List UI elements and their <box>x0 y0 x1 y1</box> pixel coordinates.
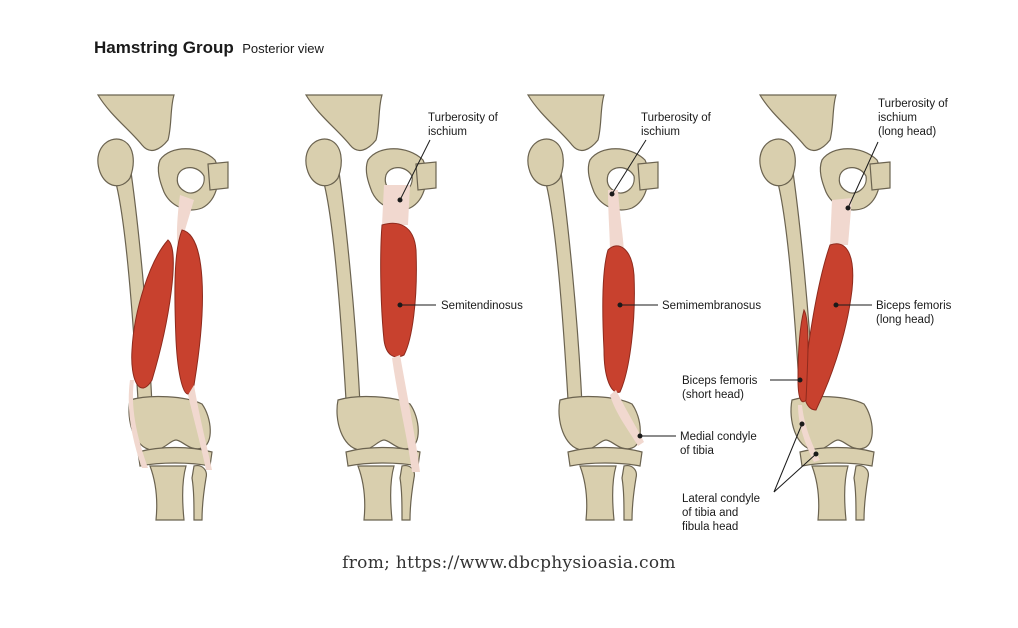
tendon-lower <box>188 385 212 470</box>
leader-lines <box>397 139 879 493</box>
source-credit: from; https://www.dbcphysioasia.com <box>342 553 676 573</box>
semitendinosus-muscle <box>380 222 417 358</box>
biceps-tendon-bottom <box>798 405 820 462</box>
semitendinosus-tendon-bottom <box>392 355 420 472</box>
title-main: Hamstring Group <box>94 38 234 57</box>
biceps-femoris-muscle <box>131 239 174 389</box>
title-subtitle: Posterior view <box>242 41 324 56</box>
label-turberosity-ischium-2: Turberosity of ischium <box>428 112 498 138</box>
label-medial-condyle-tibia: Medial condyle of tibia <box>680 431 757 457</box>
label-biceps-femoris-short-head: Biceps femoris (short head) <box>682 375 758 401</box>
panel-2-leg <box>305 94 437 521</box>
tendon-lower-lateral <box>128 380 148 468</box>
label-lateral-condyle-fibula-head: Lateral condyle of tibia and fibula head <box>682 493 760 533</box>
semimembranosus-muscle <box>602 245 635 393</box>
panel-3-leg <box>527 94 659 521</box>
semimembranosus-tendon-bottom <box>610 390 644 446</box>
label-semimembranosus: Semimembranosus <box>662 300 762 312</box>
semitendinosus-muscle <box>174 229 203 395</box>
semitendinosus-tendon-top <box>382 185 410 225</box>
label-biceps-femoris-long-head: Biceps femoris (long head) <box>876 300 952 326</box>
semimembranosus-tendon-top <box>608 190 624 255</box>
label-turberosity-ischium-long-head: Turberosity of ischium (long head) <box>878 98 948 138</box>
panel-1-leg <box>97 94 229 521</box>
page-title: Hamstring Group Posterior view <box>94 38 324 58</box>
biceps-long-head-muscle <box>803 243 854 411</box>
biceps-long-tendon-top <box>830 198 852 245</box>
label-semitendinosus: Semitendinosus <box>441 300 523 312</box>
label-turberosity-ischium-3: Turberosity of ischium <box>641 112 711 138</box>
